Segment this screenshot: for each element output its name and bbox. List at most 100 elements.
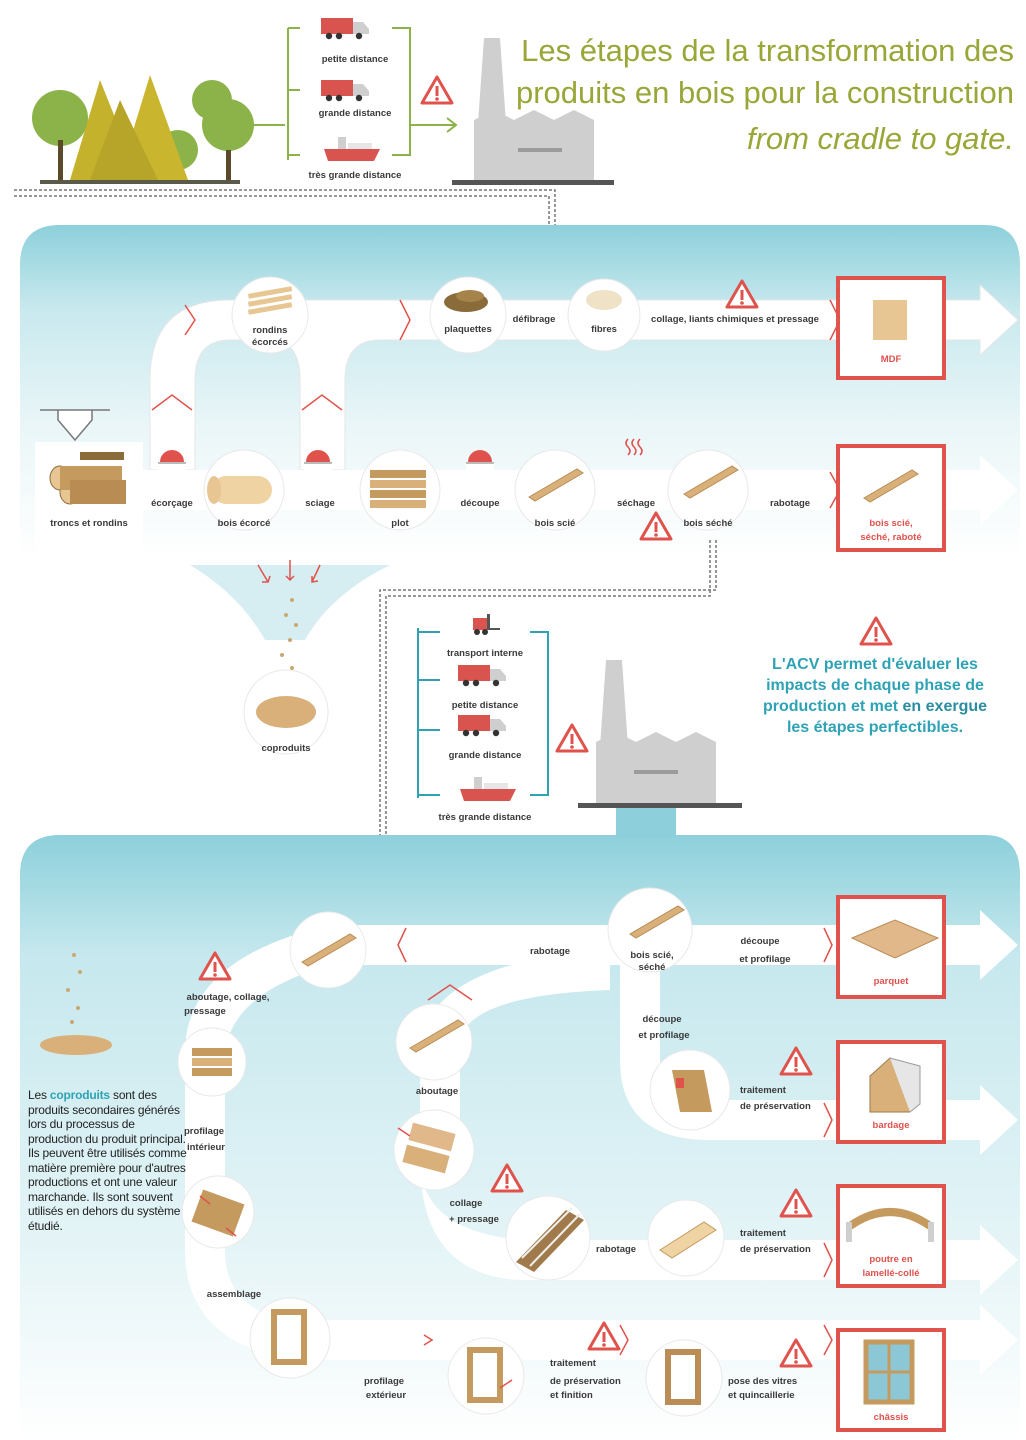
product-bois-rabote: bois scié, séché, raboté xyxy=(836,444,946,552)
copro-lead: Les xyxy=(28,1088,50,1102)
node-bois-scie: bois scié xyxy=(514,449,596,531)
step-label: et finition xyxy=(550,1390,593,1401)
step-label: et quincaillerie xyxy=(728,1390,795,1401)
step-label: découpe xyxy=(642,1014,681,1025)
node-cadre-traite xyxy=(645,1339,723,1417)
acv-text: production et met xyxy=(762,698,903,715)
product-label: séché, raboté xyxy=(860,532,921,543)
step-label: rabotage xyxy=(596,1244,636,1255)
truck-icon xyxy=(321,80,369,102)
node-label: bois séché xyxy=(683,518,732,529)
factory-icon xyxy=(452,38,614,185)
factory-connector xyxy=(616,808,676,838)
step-label: traitement xyxy=(740,1085,787,1096)
product-chassis: châssis xyxy=(836,1328,946,1432)
node-label: fibres xyxy=(591,324,617,335)
coproduits-description: Les coproduits sont des produits seconda… xyxy=(28,1088,188,1233)
acv-line: production et met en exergue xyxy=(730,696,1020,717)
product-poutre: poutre en lamellé-collé xyxy=(836,1184,946,1288)
forklift-icon xyxy=(473,614,500,635)
transport-label: petite distance xyxy=(452,700,519,711)
step-label: + pressage xyxy=(449,1214,499,1225)
product-label: lamellé-collé xyxy=(862,1268,919,1279)
transport-label: petite distance xyxy=(322,54,389,65)
acv-note: L'ACV permet d'évaluer les impacts de ch… xyxy=(730,654,1020,738)
node-lamelle-colle xyxy=(505,1195,591,1281)
node-label: bois scié, xyxy=(630,950,673,961)
truck-icon xyxy=(458,665,506,687)
node-troncs: troncs et rondins xyxy=(35,442,143,550)
flow-connector xyxy=(385,540,711,885)
product-label: poutre en xyxy=(869,1254,912,1265)
title-line-3: from cradle to gate. xyxy=(746,121,1014,156)
step-label: profilage xyxy=(184,1126,224,1137)
step-label: et profilage xyxy=(638,1030,689,1041)
transport-top-bracket xyxy=(250,27,458,160)
step-label: traitement xyxy=(740,1228,787,1239)
product-mdf: MDF xyxy=(836,276,946,380)
flow-chevrons xyxy=(397,927,833,1356)
step-label: sciage xyxy=(305,498,335,509)
chip-particles xyxy=(280,598,298,670)
node-plot: plot xyxy=(359,449,441,531)
node-label: plot xyxy=(391,518,409,529)
step-label: de préservation xyxy=(550,1376,621,1387)
step-label: de préservation xyxy=(740,1244,811,1255)
acv-highlight: en exergue xyxy=(902,698,988,715)
step-label: collage xyxy=(450,1198,483,1209)
forest-icon xyxy=(32,75,254,184)
step-label: aboutage, collage, xyxy=(187,992,270,1003)
node-cadre-brut xyxy=(249,1297,331,1379)
node-label: troncs et rondins xyxy=(50,518,128,529)
node-bois-seche: bois séché xyxy=(667,449,749,531)
product-label: bardage xyxy=(873,1120,910,1131)
node-label: coproduits xyxy=(261,743,310,754)
step-label: de préservation xyxy=(740,1101,811,1112)
coproduits-funnel xyxy=(190,565,390,640)
copro-body: sont des produits secondaires générés lo… xyxy=(28,1088,187,1233)
step-label: défibrage xyxy=(513,314,556,325)
product-label: bois scié, xyxy=(869,518,912,529)
step-label: écorçage xyxy=(151,498,193,509)
transport-label: grande distance xyxy=(449,750,522,761)
transport-label: grande distance xyxy=(319,108,392,119)
warning-icon xyxy=(555,723,589,753)
step-label: extérieur xyxy=(366,1390,406,1401)
heat-icon xyxy=(625,438,643,456)
node-profil-interieur xyxy=(181,1175,255,1249)
step-label: découpe xyxy=(740,936,779,947)
step-label: assemblage xyxy=(207,1289,261,1300)
title-line-2: produits en bois pour la construction xyxy=(515,75,1014,110)
step-label: rabotage xyxy=(530,946,570,957)
transport-label: très grande distance xyxy=(439,812,532,823)
node-label: séché xyxy=(639,962,666,973)
node-label: plaquettes xyxy=(444,324,492,335)
product-parquet: parquet xyxy=(836,895,946,999)
copro-highlight: coproduits xyxy=(49,1088,110,1102)
flow-chevrons xyxy=(151,299,841,509)
node-label: rondins xyxy=(253,325,288,336)
step-label: intérieur xyxy=(187,1142,225,1153)
coproduits-pile-icon xyxy=(40,953,112,1055)
warning-icon xyxy=(420,75,454,105)
node-cadre-profile xyxy=(447,1337,525,1415)
product-bardage: bardage xyxy=(836,1040,946,1144)
node-planche-rabotee xyxy=(289,911,367,989)
node-rondins-ecorces: rondins écorcés xyxy=(231,276,309,354)
acv-line: L'ACV permet d'évaluer les xyxy=(772,656,978,673)
step-label: rabotage xyxy=(770,498,810,509)
flow-band-row1 xyxy=(149,283,1019,471)
node-label: bois scié xyxy=(535,518,576,529)
acv-line: les étapes perfectibles. xyxy=(786,719,964,736)
product-label: MDF xyxy=(881,354,902,365)
ship-icon xyxy=(324,137,380,161)
step-label: collage, liants chimiques et pressage xyxy=(651,314,819,325)
node-lamelles xyxy=(177,1027,247,1097)
down-arrow xyxy=(40,409,110,442)
node-label: bois écorcé xyxy=(218,518,271,529)
factory-icon xyxy=(578,660,742,808)
title-line-1: Les étapes de la transformation des xyxy=(521,33,1014,68)
step-label: pose des vitres xyxy=(728,1376,797,1387)
node-coproduits: coproduits xyxy=(243,669,329,755)
